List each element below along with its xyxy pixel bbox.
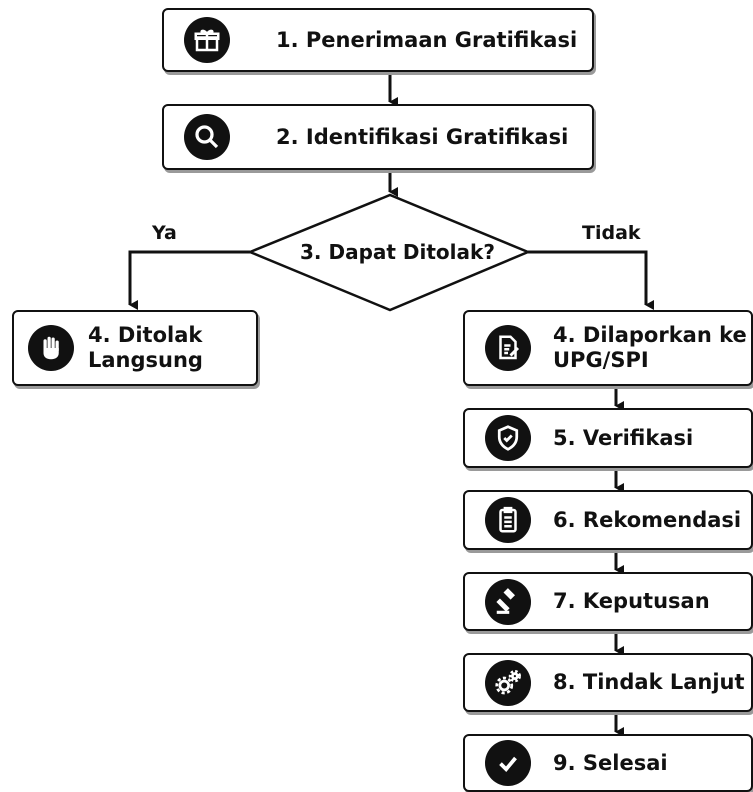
- step-2-label: 2. Identifikasi Gratifikasi: [276, 124, 569, 149]
- report-edit-icon: [485, 325, 531, 371]
- step-3-label: 3. Dapat Ditolak?: [300, 240, 495, 264]
- step-1-label: 1. Penerimaan Gratifikasi: [276, 27, 578, 52]
- gift-icon: [184, 17, 230, 63]
- step-5-label: 5. Verifikasi: [553, 425, 694, 450]
- step-2-box: 2. Identifikasi Gratifikasi: [162, 104, 594, 170]
- hand-stop-icon: [28, 325, 74, 371]
- step-4a-box: 4. Ditolak Langsung: [12, 310, 258, 386]
- step-7-label: 7. Keputusan: [553, 589, 710, 613]
- branch-yes-label: Ya: [152, 222, 177, 244]
- branch-no-label: Tidak: [582, 222, 641, 244]
- step-8-label: 8. Tindak Lanjut: [553, 670, 745, 694]
- step-4a-label: 4. Ditolak Langsung: [88, 323, 203, 372]
- step-8-box: 8. Tindak Lanjut: [463, 653, 753, 712]
- step-6-label: 6. Rekomendasi: [553, 507, 742, 532]
- check-circle-icon: [485, 740, 531, 786]
- arrow-yes-branch: [128, 250, 250, 310]
- arrow-no-branch: [528, 250, 654, 310]
- search-icon: [184, 114, 230, 160]
- step-1-box: 1. Penerimaan Gratifikasi: [162, 8, 594, 72]
- step-7-box: 7. Keputusan: [463, 572, 753, 631]
- step-4b-box: 4. Dilaporkan ke UPG/SPI: [463, 310, 753, 386]
- step-5-box: 5. Verifikasi: [463, 408, 753, 468]
- step-9-box: 9. Selesai: [463, 734, 753, 792]
- gavel-icon: [485, 578, 531, 625]
- step-9-label: 9. Selesai: [553, 750, 668, 775]
- clipboard-list-icon: [485, 497, 531, 543]
- shield-check-icon: [485, 415, 531, 461]
- step-6-box: 6. Rekomendasi: [463, 490, 753, 550]
- decision-diamond: [246, 193, 532, 312]
- step-4b-label: 4. Dilaporkan ke UPG/SPI: [553, 323, 747, 372]
- gears-icon: [485, 659, 531, 706]
